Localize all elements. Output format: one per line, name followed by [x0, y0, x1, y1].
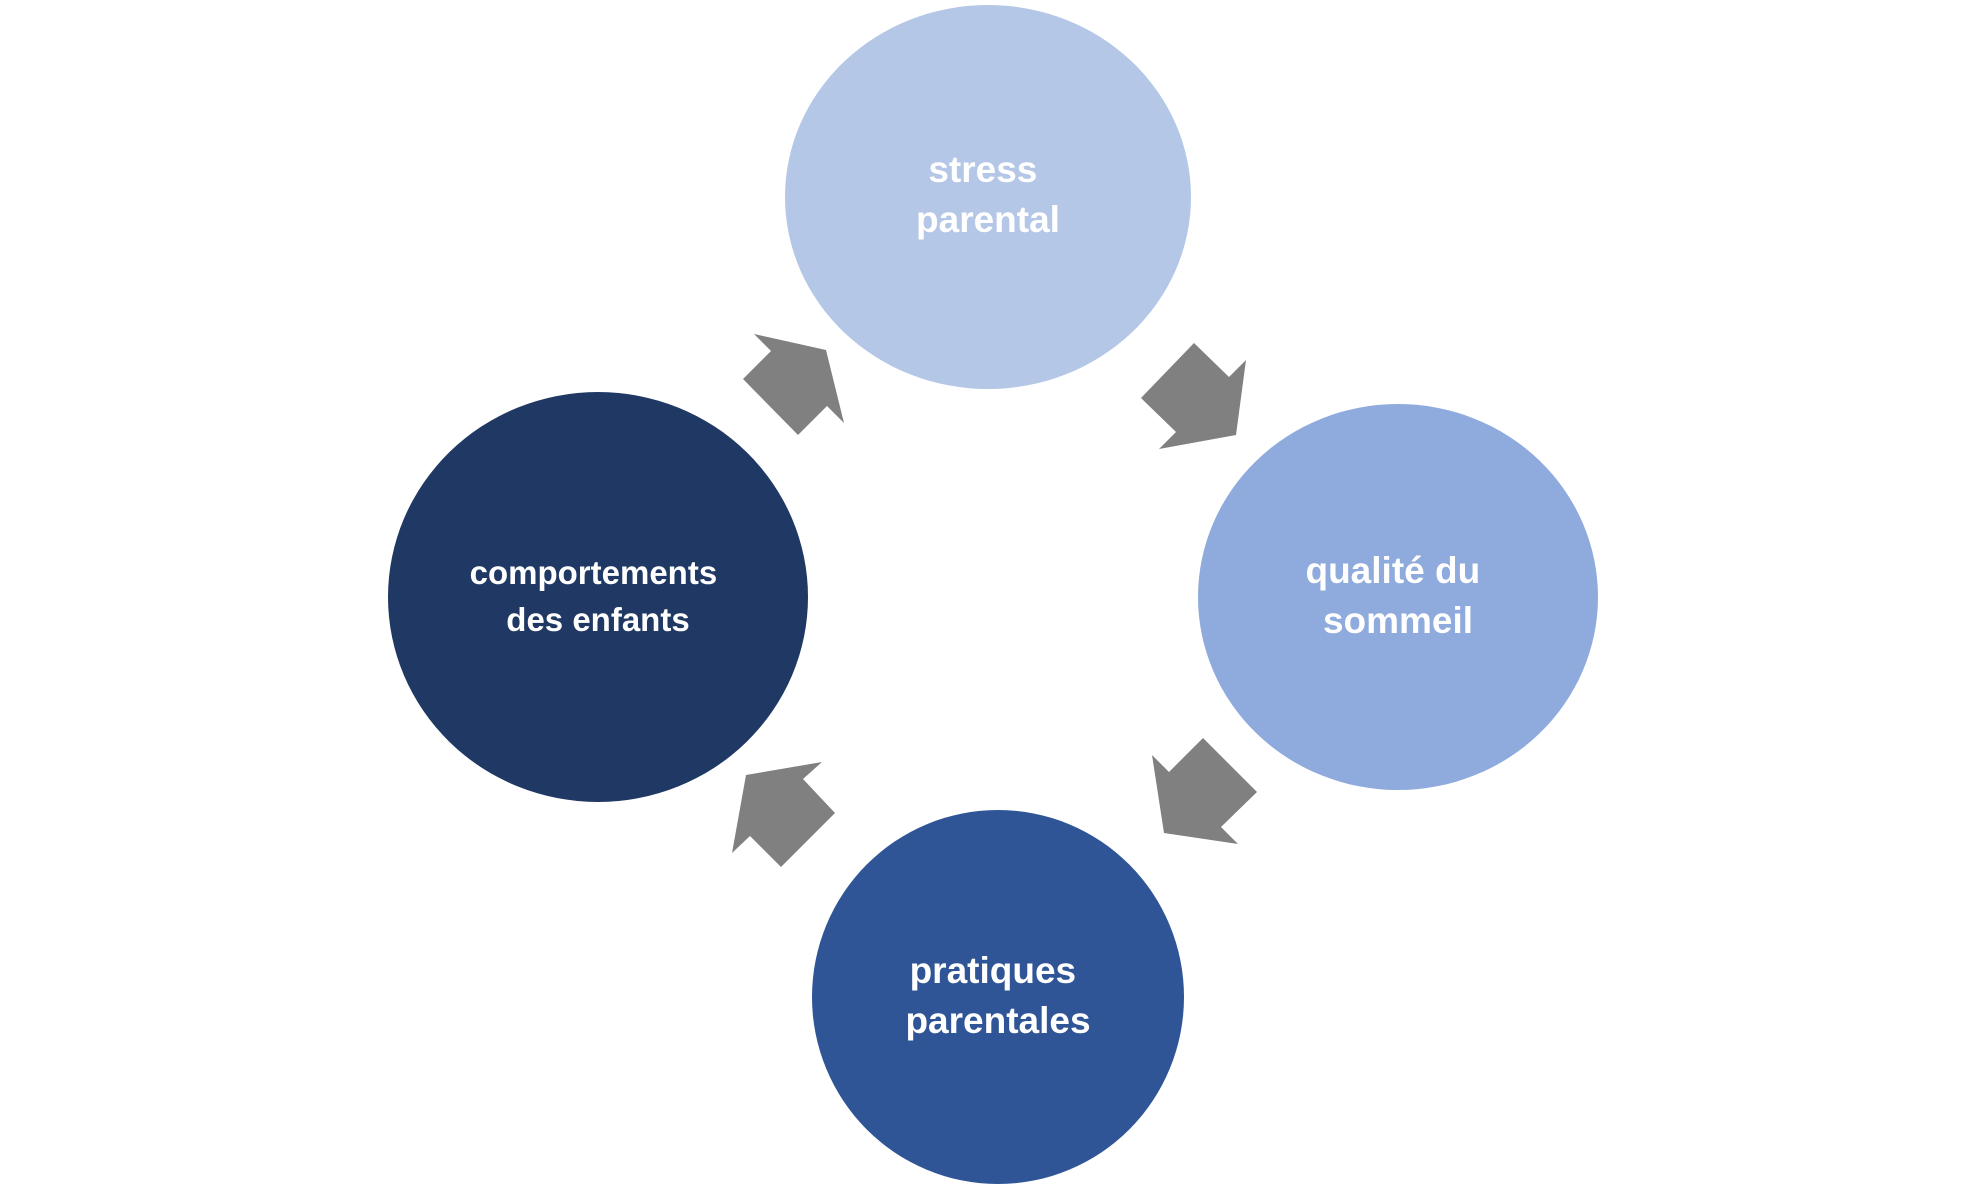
arrow-stress-to-qualite [1141, 343, 1246, 449]
node-stress-parental-line-1: stress [928, 149, 1037, 190]
node-comportements-des-enfants-circle [388, 392, 808, 802]
node-stress-parental-label: stress parental [916, 149, 1060, 240]
node-qualite-du-sommeil-line-2: sommeil [1323, 600, 1473, 641]
node-pratiques-parentales-line-1: pratiques [910, 950, 1077, 991]
node-stress-parental: stress parental [785, 5, 1191, 389]
arrow-pratiques-to-comportements [732, 762, 835, 867]
node-comportements-des-enfants-line-2: des enfants [506, 601, 689, 638]
node-stress-parental-line-2: parental [916, 199, 1060, 240]
node-qualite-du-sommeil-line-1: qualité du [1305, 550, 1480, 591]
arrow-qualite-to-pratiques [1152, 738, 1257, 844]
node-comportements-des-enfants: comportements des enfants [388, 392, 808, 802]
node-pratiques-parentales-label: pratiques parentales [905, 950, 1090, 1041]
node-comportements-des-enfants-label: comportements des enfants [470, 554, 727, 638]
node-pratiques-parentales-circle [812, 810, 1184, 1184]
node-pratiques-parentales: pratiques parentales [812, 810, 1184, 1184]
node-pratiques-parentales-line-2: parentales [905, 1000, 1090, 1041]
arrow-comportements-to-stress [743, 334, 844, 435]
node-qualite-du-sommeil-label: qualité du sommeil [1305, 550, 1490, 641]
node-qualite-du-sommeil-circle [1198, 404, 1598, 790]
node-stress-parental-circle [785, 5, 1191, 389]
node-qualite-du-sommeil: qualité du sommeil [1198, 404, 1598, 790]
node-comportements-des-enfants-line-1: comportements [470, 554, 718, 591]
